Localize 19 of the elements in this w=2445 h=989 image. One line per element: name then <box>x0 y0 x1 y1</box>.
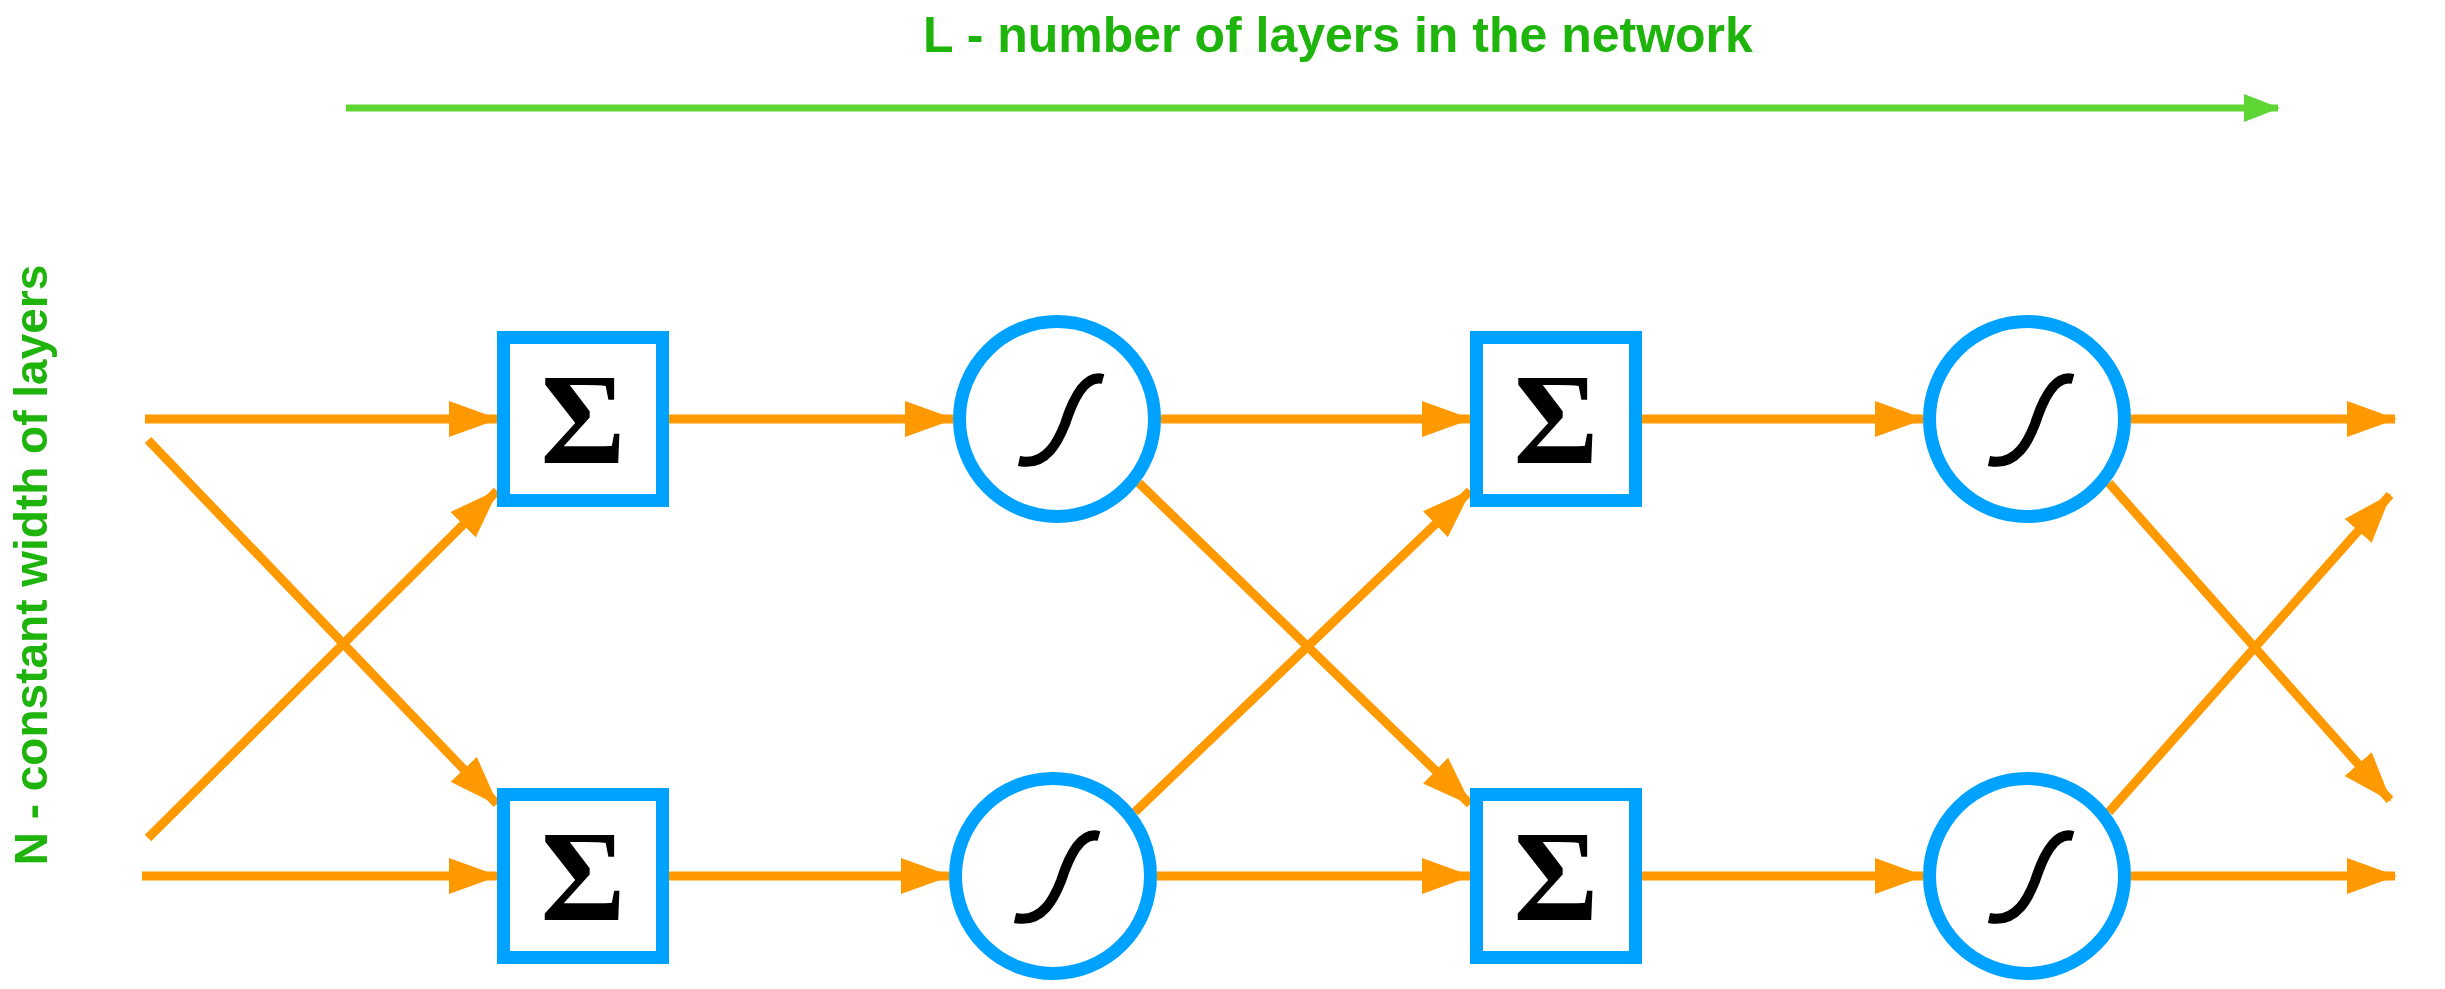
summation-symbol: Σ <box>540 811 626 941</box>
layer-count-label: L - number of layers in the network <box>923 10 1753 60</box>
arrow <box>145 401 499 437</box>
arrow <box>2131 858 2397 894</box>
summation-box <box>497 788 669 964</box>
arrow <box>1161 401 1472 437</box>
summation-symbol: Σ <box>540 354 626 484</box>
arrow <box>2131 401 2397 437</box>
arrow <box>1157 858 1472 894</box>
arrow <box>669 858 951 894</box>
arrow <box>142 858 499 894</box>
summation-box <box>1470 788 1642 964</box>
arrow <box>669 401 955 437</box>
summation-box <box>497 331 669 507</box>
arrow <box>1642 401 1925 437</box>
summation-symbol: Σ <box>1513 811 1599 941</box>
summation-box <box>1470 331 1642 507</box>
summation-symbol: Σ <box>1513 354 1599 484</box>
arrow <box>1642 858 1925 894</box>
